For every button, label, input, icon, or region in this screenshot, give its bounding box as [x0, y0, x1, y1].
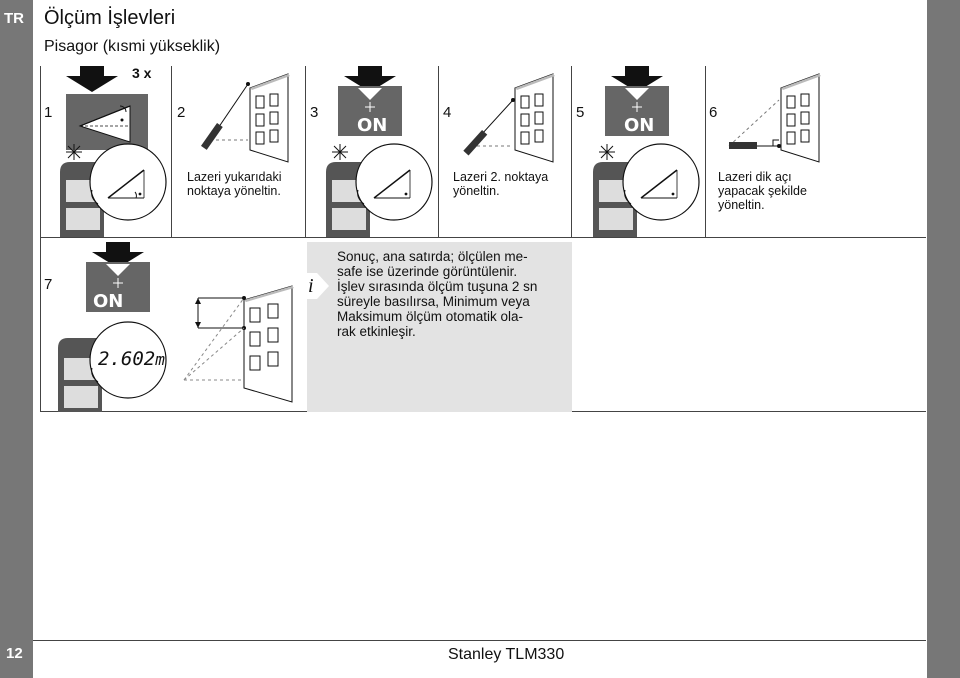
language-tag: TR [4, 10, 24, 27]
press-arrow-icon [611, 66, 663, 92]
device-step-5 [593, 143, 700, 237]
info-line: rak etkinleşir. [337, 324, 416, 339]
divider-4 [438, 66, 439, 237]
press-arrow-icon [92, 242, 144, 268]
step-6-illustration [728, 73, 821, 163]
step-number-1: 1 [44, 104, 53, 121]
on-label-step-3: ON [357, 115, 388, 136]
on-label-step-5: ON [624, 115, 655, 136]
step-number-7: 7 [44, 276, 53, 293]
step-1-illustration [66, 66, 148, 150]
divider-1 [40, 66, 41, 237]
info-text: Sonuç, ana satırda; ölçülen me- safe ise… [337, 249, 567, 339]
device-step-7 [58, 321, 167, 412]
press-arrow-icon [344, 66, 396, 92]
left-side-bar [0, 0, 33, 678]
divider-6 [705, 66, 706, 237]
step-number-5: 5 [576, 104, 585, 121]
divider-3 [305, 66, 306, 237]
step-4-caption: Lazeri 2. noktaya yöneltin. [453, 170, 549, 198]
step-6-caption: Lazeri dik açı yapacak şekilde yöneltin. [718, 170, 807, 212]
result-illustration [183, 285, 294, 403]
step-2-caption: Lazeri yukarıdaki noktaya yöneltin. [187, 170, 282, 198]
footer-product-name: Stanley TLM330 [448, 646, 565, 663]
page-title: Ölçüm İşlevleri [44, 7, 176, 29]
divider-5 [571, 66, 572, 237]
info-icon [307, 273, 329, 299]
result-value: 2.602 [98, 348, 156, 370]
info-line: Sonuç, ana satırda; ölçülen me- [337, 249, 528, 264]
grid-line-top [40, 237, 926, 238]
divider-2 [171, 66, 172, 237]
laser-burst-icon [599, 144, 615, 160]
step-number-6: 6 [709, 104, 718, 121]
info-icon-letter: i [308, 275, 314, 297]
info-line: İşlev sırasında ölçüm tuşuna 2 sn [337, 279, 538, 294]
step-5-illustration [605, 66, 669, 136]
result-unit: m [155, 350, 165, 369]
step-2-illustration [200, 73, 290, 163]
step-number-2: 2 [177, 104, 186, 121]
step-number-3: 3 [310, 104, 319, 121]
press-count-label: 3 x [132, 65, 152, 81]
device-step-1 [60, 143, 167, 237]
grid-line-footer [33, 640, 926, 641]
on-label-step-7: ON [93, 291, 124, 312]
info-line: Maksimum ölçüm otomatik ola- [337, 309, 524, 324]
result-display: 2.602m [98, 348, 165, 370]
right-side-bar [927, 0, 960, 678]
section-subtitle: Pisagor (kısmi yükseklik) [44, 38, 221, 55]
info-box [307, 242, 572, 412]
divider-7 [40, 237, 41, 412]
info-line: süreyle basılırsa, Minimum veya [337, 294, 530, 309]
step-number-4: 4 [443, 104, 452, 121]
step-3-illustration [338, 66, 402, 136]
step-7-illustration [86, 242, 150, 312]
page-number: 12 [6, 645, 23, 662]
info-line: safe ise üzerinde görüntülenir. [337, 264, 518, 279]
laser-burst-icon [66, 144, 82, 160]
press-arrow-icon [66, 66, 118, 92]
step-4-illustration [463, 73, 555, 163]
laser-burst-icon [332, 144, 348, 160]
device-step-3 [326, 143, 433, 237]
